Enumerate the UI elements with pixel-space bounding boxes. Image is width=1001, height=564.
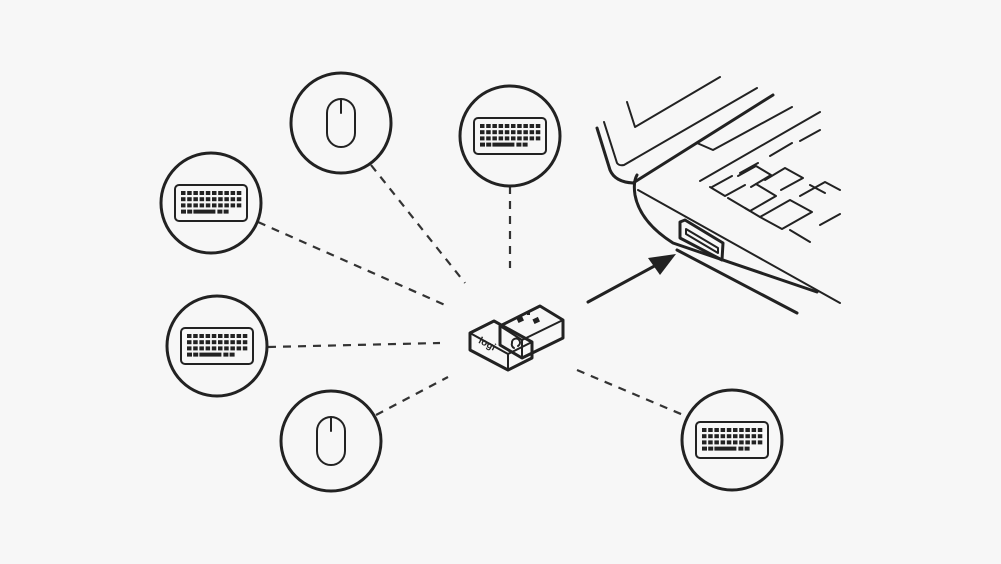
keyboard-icon — [174, 184, 248, 222]
mouse-device — [289, 71, 393, 175]
laptop-usb-port-icon — [595, 76, 841, 315]
keyboard-icon — [695, 421, 769, 459]
keyboard-device — [458, 84, 562, 188]
device-circle — [289, 71, 393, 175]
mouse-icon — [316, 416, 346, 466]
sync-icon — [510, 337, 521, 349]
devices — [159, 71, 784, 493]
mouse-device — [279, 389, 383, 493]
keyboard-device — [165, 294, 269, 398]
keyboard-device — [159, 151, 263, 255]
device-circle — [165, 294, 269, 398]
device-circle — [458, 84, 562, 188]
connection-line — [257, 220, 446, 307]
device-circle — [680, 388, 784, 492]
connection-line — [576, 368, 689, 419]
usb-receiver-icon: logi — [468, 304, 565, 372]
receiver-logo: logi — [476, 335, 497, 353]
keyboard-device — [680, 388, 784, 492]
connection-lines — [257, 164, 689, 419]
device-circle — [279, 389, 383, 493]
connection-line — [370, 164, 466, 284]
connection-line — [375, 376, 449, 416]
mouse-icon — [326, 98, 356, 148]
insert-arrow-icon — [586, 254, 676, 304]
keyboard-icon — [180, 327, 254, 365]
device-circle — [159, 151, 263, 255]
connection-line — [267, 341, 441, 349]
keyboard-icon — [473, 117, 547, 155]
